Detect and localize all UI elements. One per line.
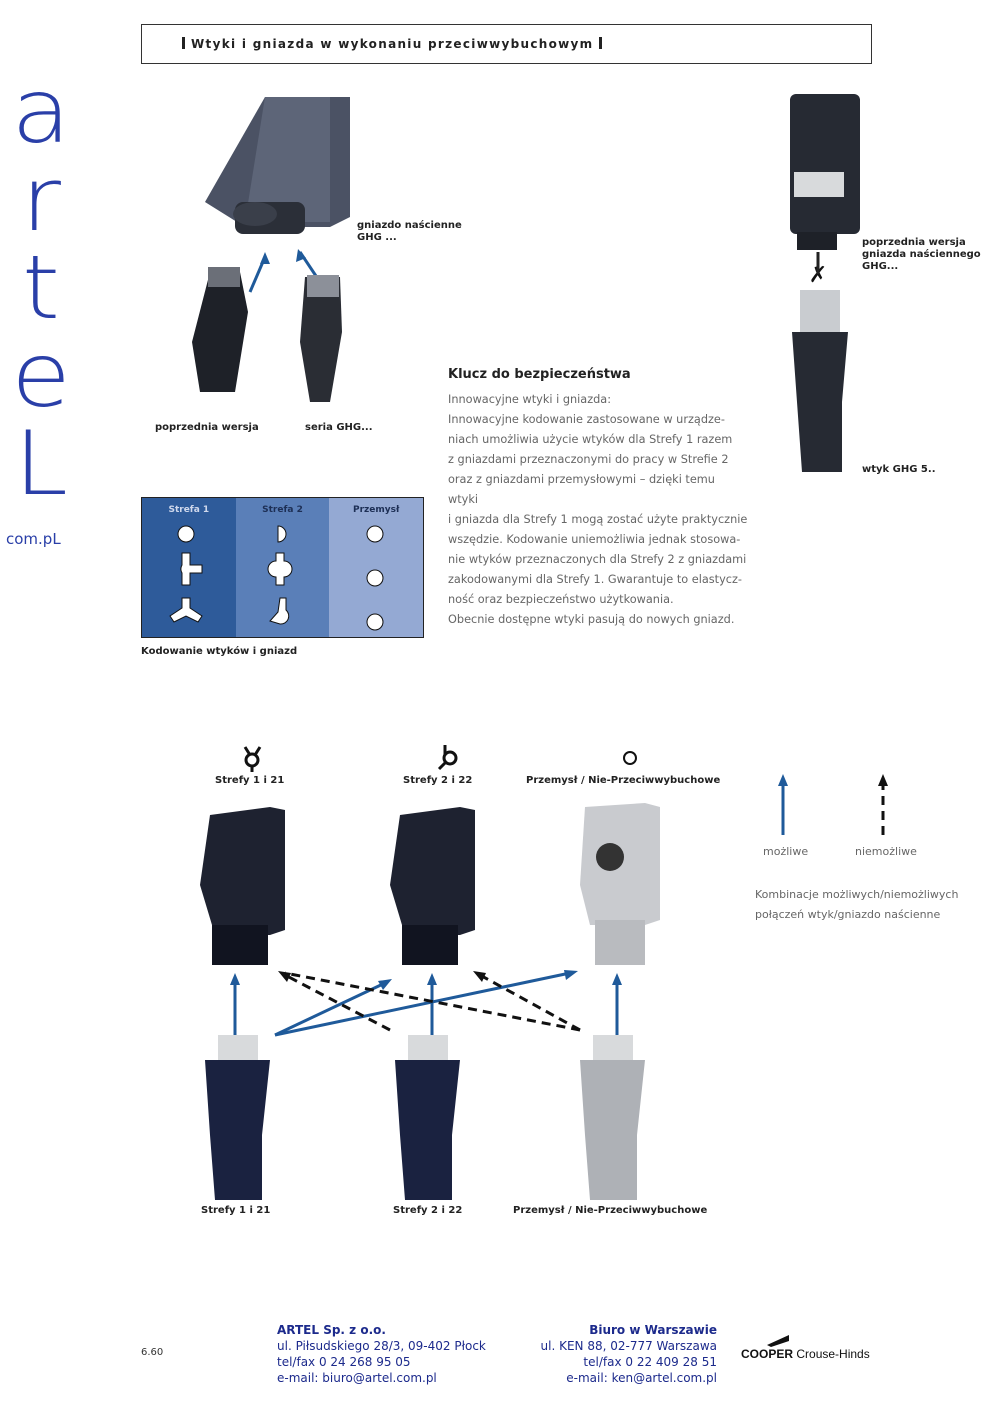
logo-letter: e — [11, 324, 71, 427]
socket-plug-photo — [192, 97, 350, 402]
plug-label-strefa2: Strefy 2 i 22 — [393, 1205, 463, 1216]
logo-domain: com.pL — [6, 530, 61, 548]
socket-label-przemysl: Przemysł / Nie-Przeciwwybuchowe — [526, 775, 721, 786]
impossible-arrows — [278, 971, 581, 1032]
coding-column-strefa1: Strefa 1 — [142, 498, 236, 637]
logo-letter: r — [21, 148, 61, 251]
socket-label-strefa1: Strefy 1 i 21 — [215, 775, 285, 786]
plug-label-przemysl: Przemysł / Nie-Przeciwwybuchowe — [513, 1205, 708, 1216]
cooper-logo-mark-icon — [767, 1335, 789, 1347]
socket-label-strefa2: Strefy 2 i 22 — [403, 775, 473, 786]
article-body: Innowacyjne wtyki i gniazda:Innowacyjne … — [448, 393, 748, 626]
plug-ghg5-label: wtyk GHG 5.. — [862, 464, 936, 475]
przemysl-shapes-icon — [366, 525, 384, 631]
footer-company: ARTEL Sp. z o.o.ul. Piłsudskiego 28/3, 0… — [277, 1323, 486, 1385]
strefa1-shapes-icon — [169, 525, 203, 623]
logo-letter: t — [22, 236, 60, 339]
wall-sockets — [200, 803, 660, 965]
legend-possible: możliwe — [763, 845, 809, 858]
old-plug-label: poprzednia wersja — [155, 422, 259, 433]
plug-label-strefa1: Strefy 1 i 21 — [201, 1205, 271, 1216]
coding-caption: Kodowanie wtyków i gniazd — [141, 646, 298, 657]
artel-logo: a r t e L — [6, 68, 76, 508]
legend-impossible: niemożliwe — [855, 845, 917, 858]
coding-table: Strefa 1 Strefa 2 Przemysł — [141, 497, 424, 638]
coding-column-przemysl: Przemysł — [329, 498, 424, 637]
coding-column-strefa2: Strefa 2 — [235, 498, 330, 637]
page-header: Wtyki i gniazda w wykonaniu przeciwwybuc… — [141, 24, 872, 64]
old-socket-plug-photo: ✗ — [790, 94, 860, 472]
socket-key-icons — [243, 745, 637, 772]
strefa2-shapes-icon — [267, 525, 293, 625]
compatibility-diagram — [200, 745, 660, 1200]
article-heading: Klucz do bezpieczeństwa — [448, 367, 631, 382]
plugs — [205, 1035, 645, 1200]
svg-text:✗: ✗ — [809, 263, 827, 288]
new-plug-label: seria GHG... — [305, 422, 373, 433]
possible-arrows — [230, 970, 622, 1037]
logo-letter: a — [11, 60, 71, 163]
legend-arrows — [778, 774, 888, 835]
logo-letter: L — [14, 412, 68, 515]
page-number: 6.60 — [141, 1347, 164, 1358]
header-title: Wtyki i gniazda w wykonaniu przeciwwybuc… — [191, 37, 594, 51]
